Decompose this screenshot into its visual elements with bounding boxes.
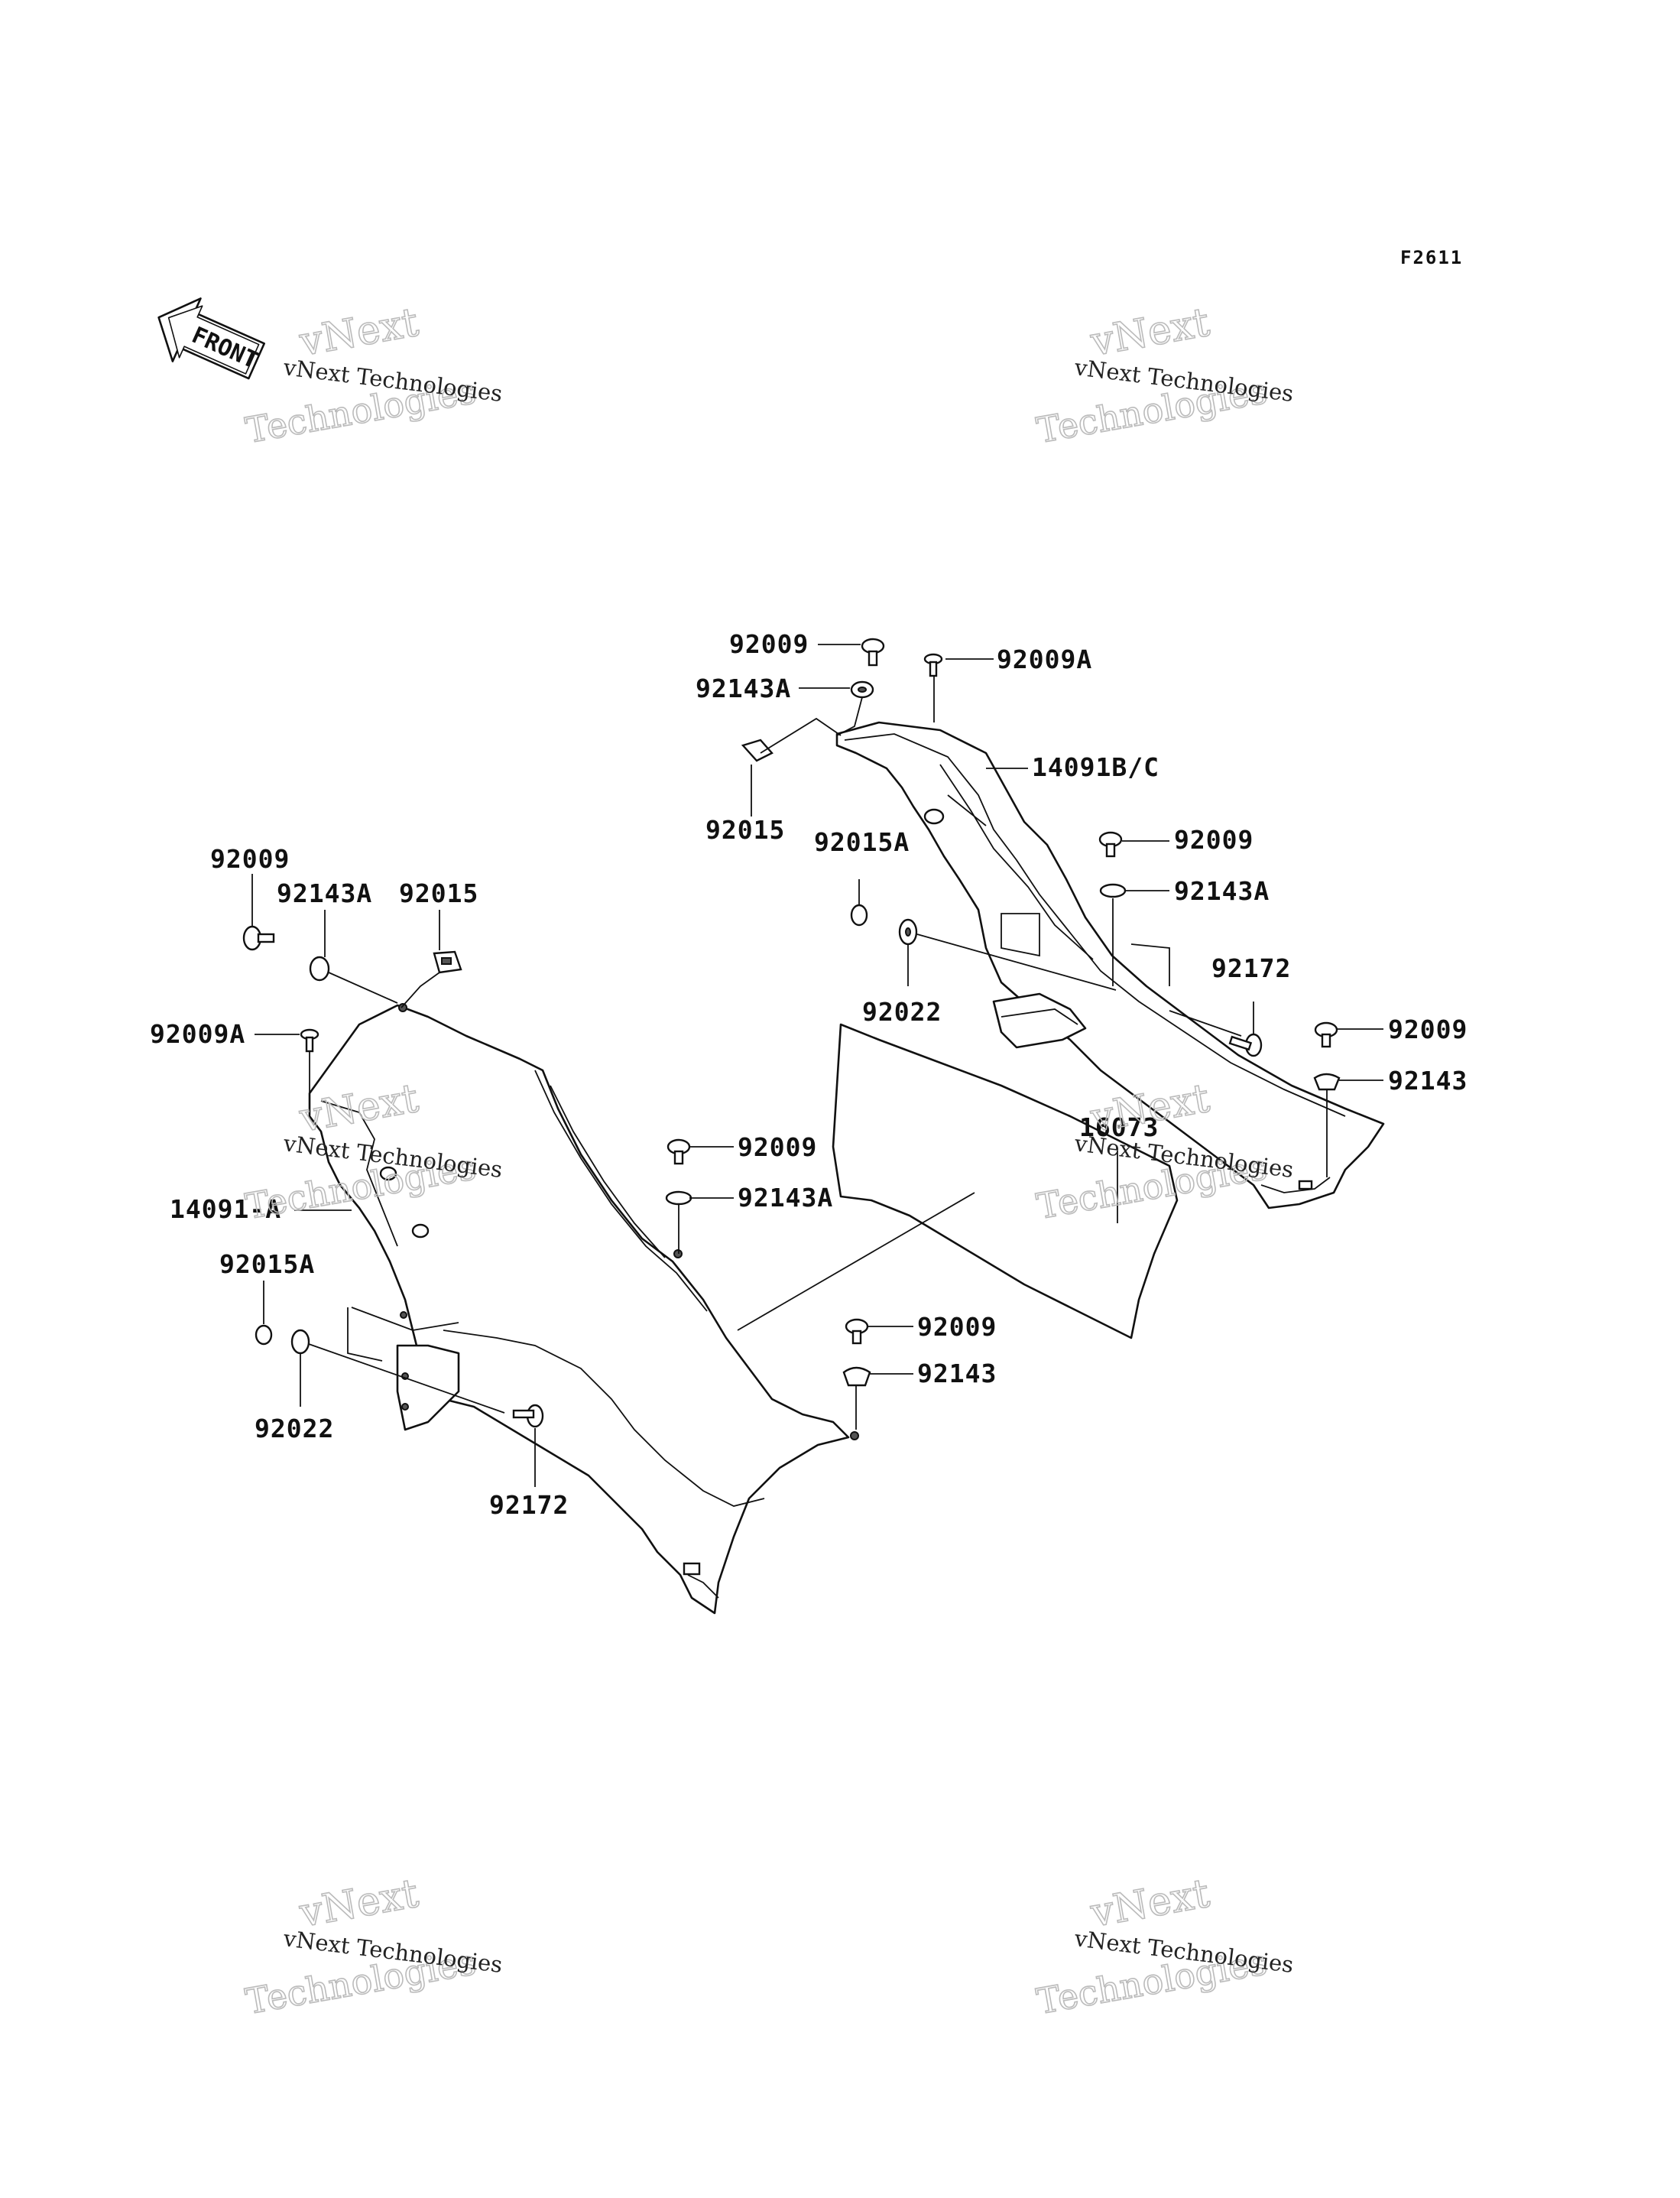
callout-label: 92015A: [814, 827, 910, 857]
screw-92172-icon: [1228, 1033, 1263, 1057]
callout-label: 92009: [738, 1132, 817, 1162]
washer-92143a-icon: [850, 680, 874, 699]
washer-92022-icon: [290, 1329, 310, 1355]
callout-label: 16073: [1079, 1112, 1159, 1142]
callout-label: 92143A: [1174, 876, 1270, 906]
bolt-92009-icon: [845, 1318, 869, 1345]
clip-92015-icon: [433, 950, 462, 974]
watermark: vNext Technologies vNext Technologies: [242, 1870, 504, 2023]
callout-label: 92009A: [997, 644, 1092, 674]
nut-92015a-icon: [255, 1324, 273, 1346]
watermark: vNext Technologies vNext Technologies: [1033, 299, 1296, 452]
callout-label: 14091-A: [170, 1194, 281, 1224]
watermark-line: vNext: [296, 1871, 422, 1937]
washer-92143a-icon: [665, 1190, 692, 1206]
screw-92009a-icon: [923, 653, 943, 677]
panel-16073: [832, 1023, 1179, 1339]
callout-label: 92009: [1174, 825, 1254, 855]
callout-label: 92143: [917, 1359, 997, 1388]
bolt-92009-icon: [666, 1138, 691, 1165]
callout-label: 92143A: [738, 1183, 833, 1213]
washer-92143a-icon: [309, 956, 330, 982]
bolt-92009-icon: [242, 925, 275, 951]
washer-92143a-icon: [1099, 883, 1127, 898]
front-arrow-icon: FRONT: [157, 297, 265, 380]
callout-label: 92143A: [277, 878, 372, 908]
figure-code: F2611: [1400, 247, 1463, 268]
grommet-92143-icon: [1313, 1073, 1341, 1091]
callout-label: 92009A: [150, 1019, 245, 1049]
leader-lines: [251, 644, 1383, 1487]
watermark-line: vNext: [1087, 1871, 1213, 1937]
callout-label: 92172: [489, 1490, 569, 1520]
watermark-line: vNext: [296, 300, 422, 365]
callout-label: 92015: [705, 815, 785, 845]
callout-label: 92015A: [219, 1249, 315, 1279]
watermark: vNext Technologies vNext Technologies: [1033, 1870, 1296, 2023]
callout-label: 92009: [917, 1312, 997, 1342]
side-cover-left-14091a: [308, 1003, 859, 1615]
washer-92022-icon: [898, 918, 918, 946]
bolt-92009-icon: [1314, 1021, 1338, 1048]
callout-label: 92009: [729, 629, 809, 659]
callout-label: 92015: [399, 878, 478, 908]
bolt-92009-icon: [861, 638, 885, 667]
screw-92009a-icon: [300, 1028, 319, 1053]
callout-labels: 92009 92009A 92143A 14091B/C 92015 92015…: [150, 629, 1468, 1520]
callout-label: 14091B/C: [1032, 752, 1159, 782]
callout-label: 92143: [1388, 1066, 1468, 1096]
callout-label: 92009: [210, 844, 290, 874]
bolt-92009-icon: [1098, 831, 1123, 858]
clip-92015-icon: [741, 739, 774, 762]
callout-label: 92143A: [696, 674, 791, 703]
callout-label: 92009: [1388, 1015, 1468, 1044]
grommet-92143-icon: [842, 1366, 871, 1387]
side-cover-right-14091bc: [835, 721, 1385, 1209]
callout-label: 92022: [255, 1414, 334, 1443]
screw-92172-icon: [512, 1404, 544, 1428]
nut-92015a-icon: [850, 904, 868, 927]
watermark-line: vNext: [1087, 300, 1213, 365]
callout-label: 92022: [862, 997, 942, 1027]
watermark: vNext Technologies vNext Technologies: [242, 299, 504, 452]
callout-label: 92172: [1211, 953, 1291, 983]
